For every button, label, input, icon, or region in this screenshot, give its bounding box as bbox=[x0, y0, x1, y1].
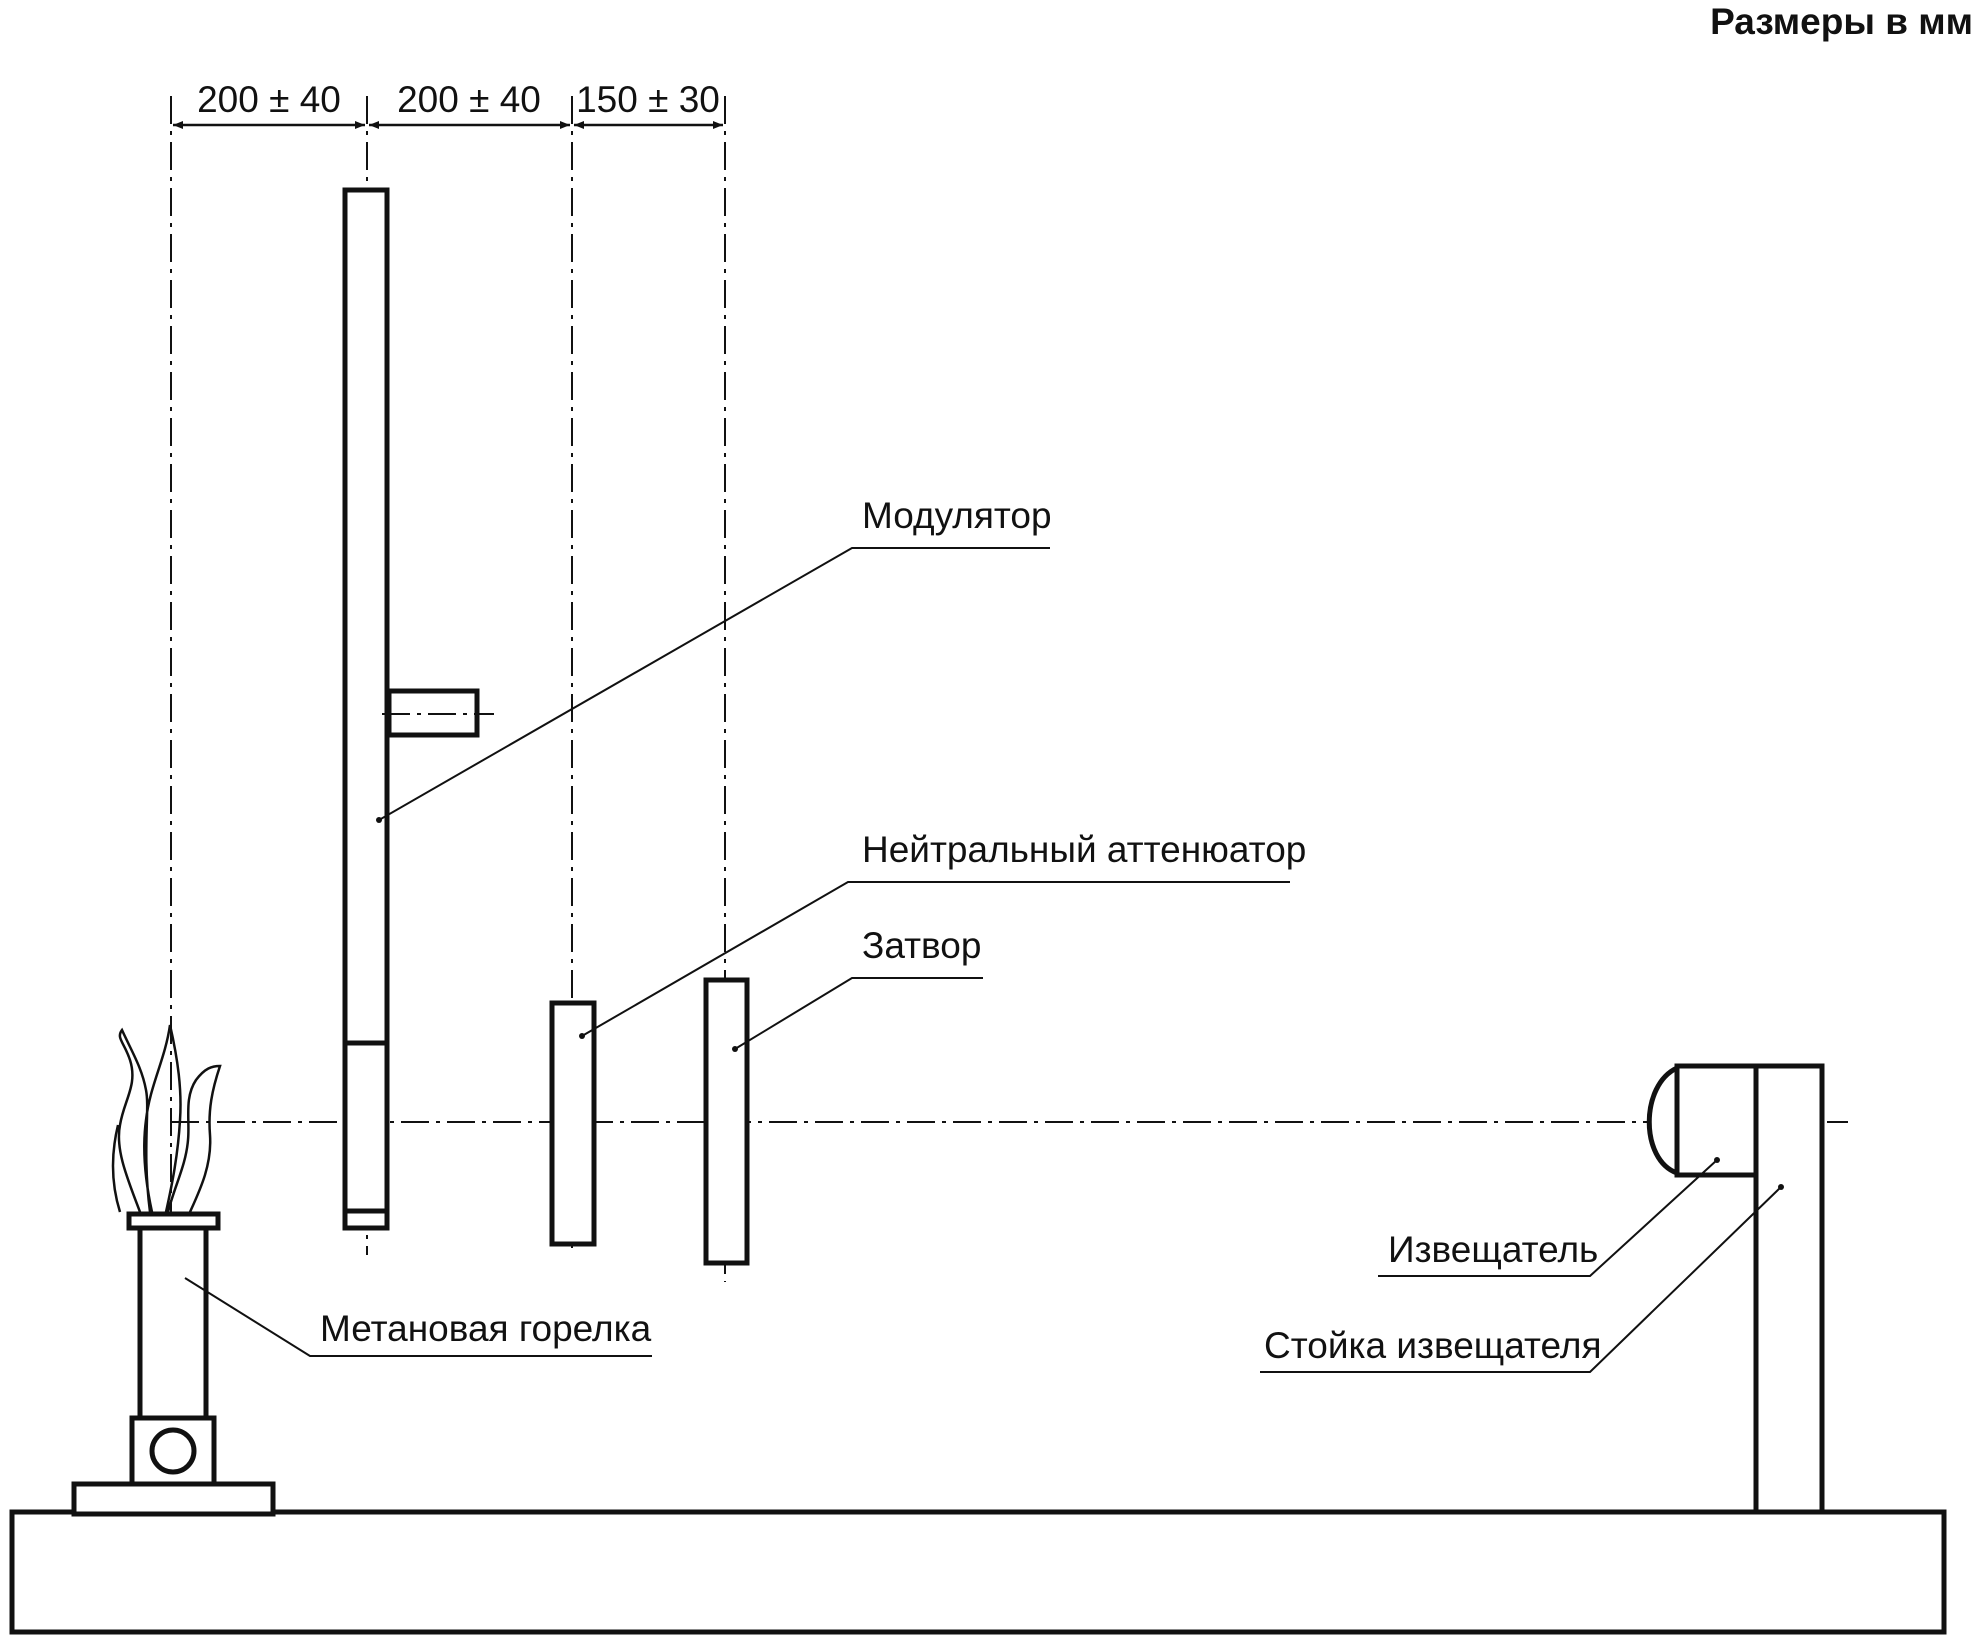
neutral-attenuator bbox=[549, 1000, 597, 1247]
burner-nozzle bbox=[126, 1211, 221, 1231]
burner-leader-line bbox=[184, 1277, 652, 1357]
detector-leader-line bbox=[1378, 1159, 1718, 1277]
burner-foot bbox=[71, 1481, 276, 1517]
burner-tube bbox=[137, 1225, 209, 1421]
modulator-label: Модулятор bbox=[862, 495, 1052, 536]
modulator bbox=[342, 187, 494, 1231]
detector-assembly bbox=[1646, 1063, 1825, 1515]
detector-stand-label: Стойка извещателя bbox=[1264, 1325, 1602, 1366]
detector-lens-icon bbox=[1646, 1064, 1680, 1177]
modulator-body bbox=[342, 187, 390, 1231]
detector-stand bbox=[1753, 1063, 1825, 1515]
modulator-leader-line bbox=[378, 547, 1050, 821]
attenuator-leader-line bbox=[581, 881, 1290, 1037]
shutter bbox=[703, 977, 750, 1266]
attenuator-label: Нейтральный аттенюатор bbox=[862, 829, 1306, 870]
dimension-label-3: 150 ± 30 bbox=[576, 79, 720, 120]
methane-burner bbox=[71, 1024, 276, 1517]
shutter-label: Затвор bbox=[862, 925, 981, 966]
dimension-label-2: 200 ± 40 bbox=[397, 79, 541, 120]
detector-body bbox=[1674, 1063, 1759, 1178]
flame-icon bbox=[111, 1024, 222, 1213]
units-note: Размеры в мм bbox=[1710, 1, 1973, 42]
stand-leader-line bbox=[1260, 1186, 1782, 1373]
burner-valve-icon bbox=[149, 1427, 197, 1475]
burner-label: Метановая горелка bbox=[320, 1308, 652, 1349]
dimension-label-1: 200 ± 40 bbox=[197, 79, 341, 120]
shutter-leader-line bbox=[734, 977, 983, 1050]
base-table bbox=[9, 1509, 1947, 1635]
detector-label: Извещатель bbox=[1388, 1229, 1598, 1270]
